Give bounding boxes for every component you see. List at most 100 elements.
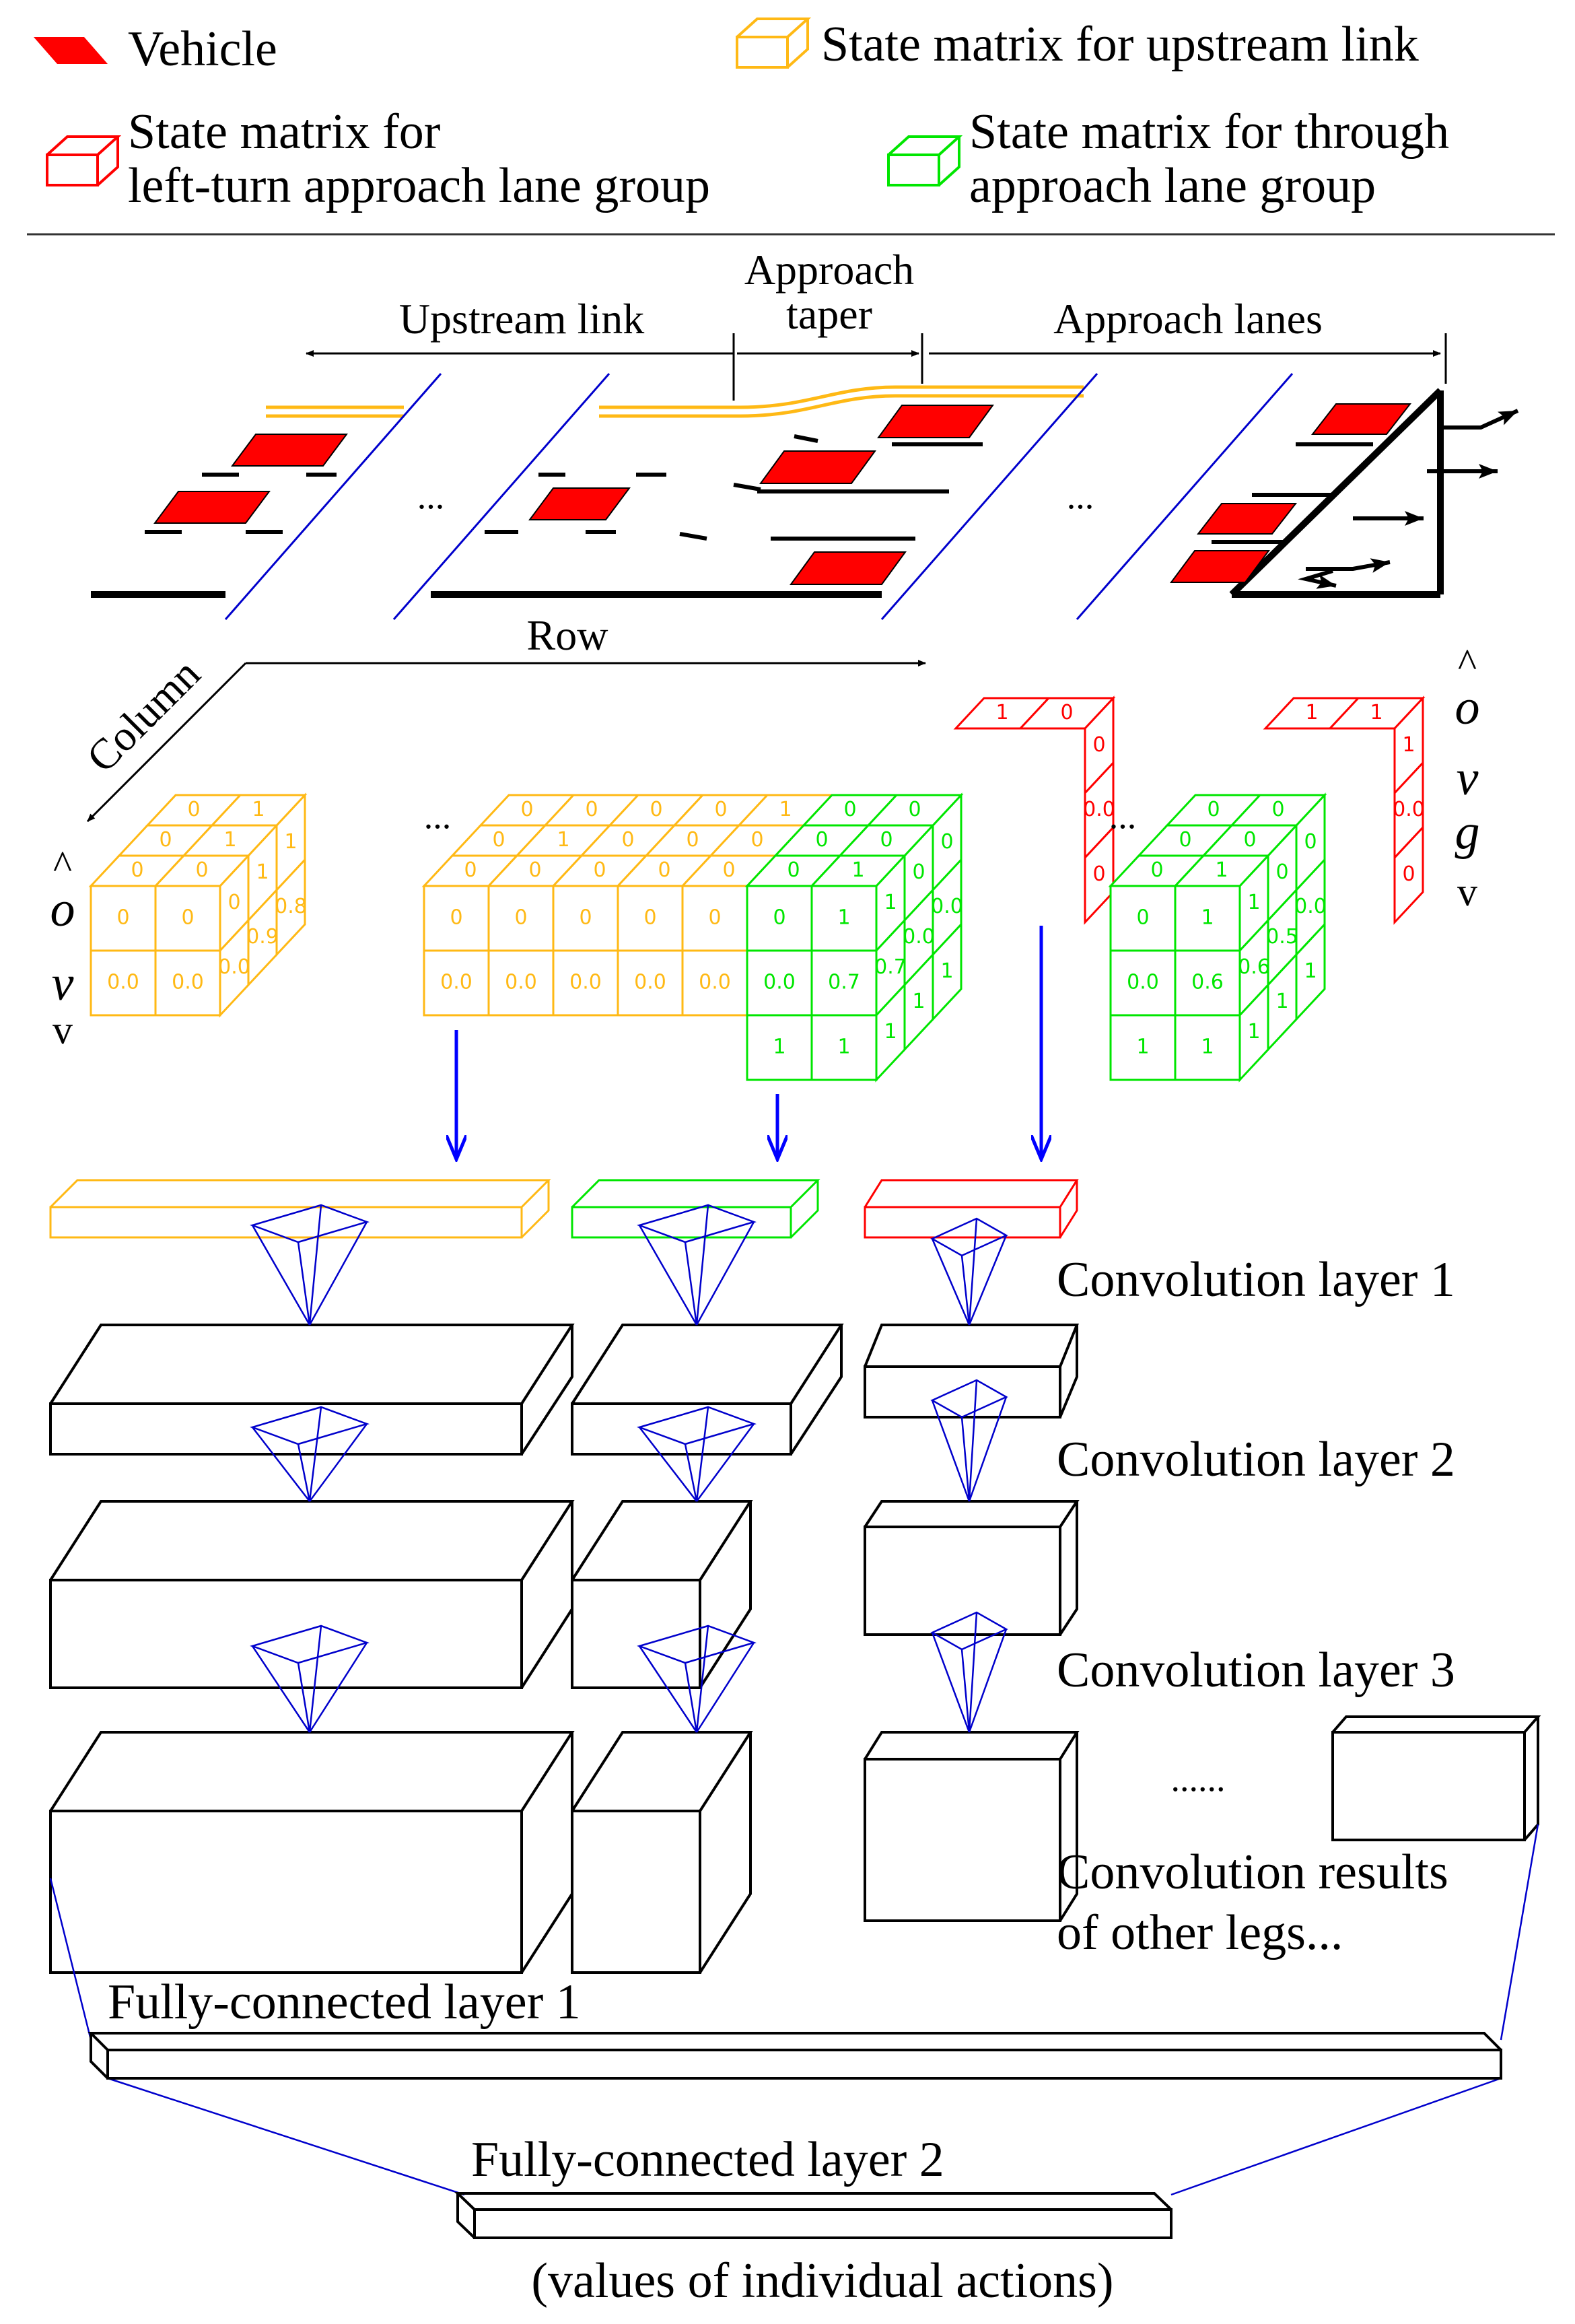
top-value: 1 (557, 828, 569, 852)
front-value: 0 (773, 906, 785, 930)
side-value: 0.5 (1266, 925, 1298, 949)
side-value: 1 (1247, 891, 1260, 914)
centerline (266, 385, 1084, 418)
top-value: 0 (815, 828, 828, 852)
right-direction-axis: ^ o v g v (1455, 641, 1480, 914)
conv1-box-through (571, 1324, 844, 1456)
front-value: 0.0 (569, 971, 602, 994)
top-value: 0 (520, 798, 533, 821)
side-value: 1 (912, 990, 925, 1013)
column-axis-label: Column (77, 650, 209, 782)
side-cell (1295, 922, 1326, 1022)
dimension-arrows (306, 333, 1447, 401)
top-value: 0 (585, 798, 598, 821)
front-value: 0 (643, 906, 656, 930)
axis-letter: v (52, 956, 74, 1011)
left-side-value: 1 (1402, 733, 1415, 757)
kernel-pyramid-icon (250, 1406, 370, 1502)
legend-through-matrix-line1: State matrix for through (969, 104, 1449, 160)
vehicle-9 (1170, 550, 1270, 583)
results-label-line1: Convolution results (1057, 1845, 1448, 1900)
matrix-ellipsis-2: ... (1109, 796, 1137, 836)
front-value: 1 (1201, 1035, 1214, 1059)
kernel-pyramid-icon (250, 1625, 370, 1733)
kernel-pyramid-icon (637, 1204, 757, 1326)
kernel-pyramid-icon (637, 1625, 757, 1733)
output-label: (values of individual actions) (531, 2253, 1113, 2309)
left-side-value: 0 (1092, 862, 1105, 886)
approach-lanes-label: Approach lanes (1053, 295, 1323, 343)
conv-boxes (49, 1324, 1541, 1974)
left-top-value: 1 (995, 701, 1008, 724)
top-value: 0 (908, 798, 921, 821)
top-value: 0 (528, 858, 541, 882)
approach-taper-label-line2: taper (786, 290, 872, 338)
side-value: 0.0 (903, 925, 935, 949)
left-turn-arrow-icon (1306, 558, 1391, 573)
left-direction-axis: ^ o v v (50, 843, 75, 1052)
section-cut-lines (224, 373, 1294, 620)
side-value: 0.7 (874, 955, 907, 979)
conv1-label: Convolution layer 1 (1057, 1252, 1455, 1307)
left-side-value: 0 (1092, 733, 1105, 757)
through-matrix-legend-icon (887, 135, 963, 186)
top-value: 0 (880, 828, 893, 852)
other-legs-ellipsis: ...... (1171, 1758, 1226, 1799)
top-cell (1229, 794, 1327, 827)
top-value: 0 (714, 798, 727, 821)
input-slab-left (864, 1179, 1079, 1239)
top-value: 0 (658, 858, 670, 882)
top-value: 0 (1271, 798, 1284, 821)
fc-connections (49, 1824, 1539, 2196)
turn-arrows (1298, 409, 1519, 589)
front-cell (810, 1014, 878, 1081)
road-schematic: Upstream link Approach taper Approach la… (91, 246, 1519, 620)
axis-letter: o (50, 882, 75, 937)
road-ellipsis-2: ... (1067, 476, 1094, 516)
vehicle-5 (877, 405, 994, 438)
vehicles (153, 403, 1412, 585)
conv1-box-upstream (49, 1324, 575, 1456)
top-value: 0 (593, 858, 606, 882)
front-value: 0.0 (440, 971, 473, 994)
conv3-box-left (864, 1731, 1080, 1922)
fc2-bar (454, 2192, 1172, 2239)
row-axis-label: Row (527, 611, 608, 659)
top-value: 0 (650, 798, 662, 821)
input-slab-upstream (49, 1179, 551, 1239)
road-edges (91, 388, 1444, 598)
left-side-value: 0.0 (1083, 798, 1115, 821)
left-top-value: 1 (1370, 701, 1382, 724)
legend-left-matrix-line2: left-turn approach lane group (128, 158, 710, 213)
front-value: 0.0 (505, 971, 537, 994)
vehicle-6 (790, 551, 907, 585)
matrix-to-conv-arrows (456, 926, 1041, 1159)
front-value: 0 (181, 906, 194, 930)
front-value: 0.0 (107, 971, 139, 994)
legend: Vehicle State matrix for upstream link S… (34, 17, 1449, 213)
side-value: 1 (940, 959, 953, 983)
side-value: 1 (1247, 1020, 1260, 1044)
side-value: 1 (884, 891, 897, 914)
side-value: 1 (284, 830, 297, 854)
front-value: 1 (773, 1035, 785, 1059)
top-value: 0 (159, 828, 172, 852)
conv-kernels (250, 1204, 1008, 1733)
side-value: 0.6 (1238, 955, 1270, 979)
vehicle-1 (231, 434, 348, 467)
top-value: 0 (621, 828, 634, 852)
front-value: 1 (837, 1035, 850, 1059)
top-value: 1 (851, 858, 864, 882)
state-matrices: Row Column ^ o v v ^ o v g v 00.010.910.… (50, 611, 1480, 1159)
side-value: 0.0 (1294, 895, 1327, 918)
side-value: 1 (884, 1020, 897, 1044)
top-cell (209, 794, 308, 827)
left-top-value: 0 (1060, 701, 1073, 724)
fc1-bar (88, 2032, 1502, 2080)
top-value: 0 (131, 858, 143, 882)
top-value: 0 (843, 798, 856, 821)
side-value: 1 (1304, 959, 1317, 983)
side-value: 0 (228, 891, 240, 914)
